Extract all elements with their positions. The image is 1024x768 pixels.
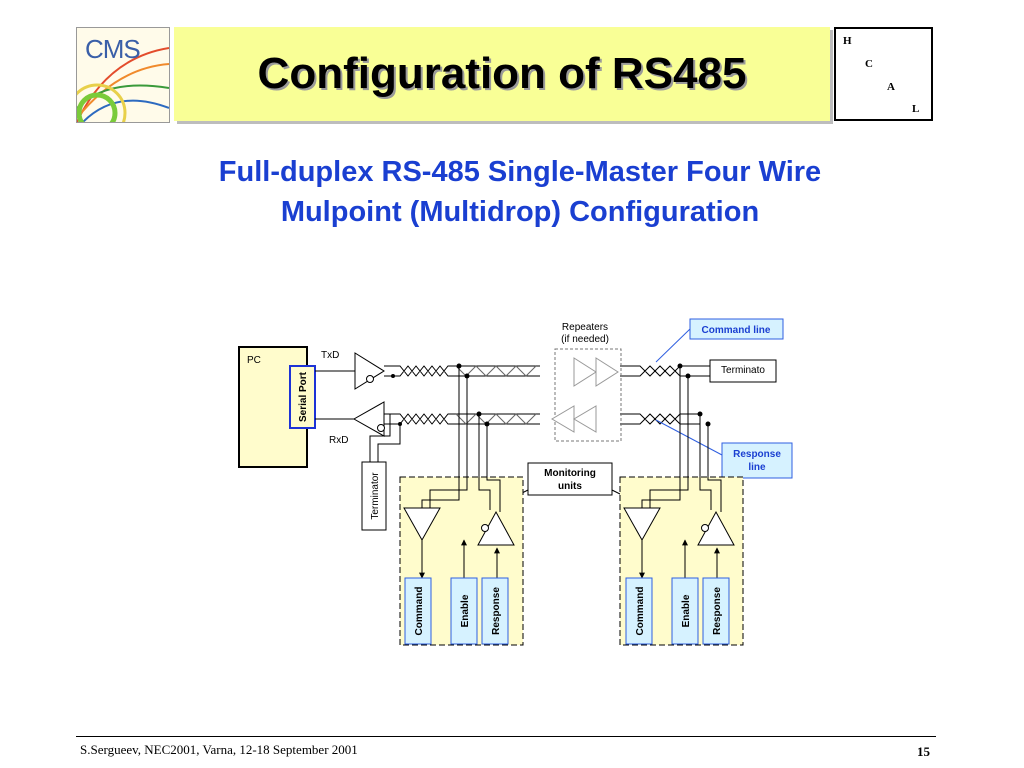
pc-label: PC (247, 355, 261, 366)
unit2-enable-label: Enable (681, 594, 692, 627)
subtitle: Full-duplex RS-485 Single-Master Four Wi… (100, 152, 940, 232)
repeaters-box (554, 348, 622, 442)
subtitle-line-1: Full-duplex RS-485 Single-Master Four Wi… (218, 156, 822, 188)
footer-divider (76, 736, 936, 737)
command-line-label: Command line (702, 325, 771, 336)
txd-driver (354, 352, 385, 390)
terminator-left-box (361, 461, 387, 531)
monitoring-unit-2 (619, 363, 744, 646)
footer-citation: S.Sergueev, NEC2001, Varna, 12-18 Septem… (80, 742, 358, 757)
unit2-command-label: Command (635, 587, 646, 636)
subtitle-line-2: Mulpoint (Multidrop) Configuration (280, 196, 760, 228)
cms-logo-graphic (77, 47, 169, 122)
response-line-pointer (655, 419, 723, 456)
command-bus (384, 365, 712, 377)
unit2-response-label: Response (712, 587, 723, 635)
rxd-label: RxD (329, 435, 348, 446)
title-banner: Configuration of RS485 (174, 27, 830, 121)
unit1-command-label: Command (414, 587, 425, 636)
txd-driver-bubble (366, 375, 374, 383)
command-line-pointer (655, 328, 691, 363)
hcal-letter-h: H (843, 35, 852, 47)
bus-junction-resp (398, 422, 402, 426)
terminator-left-wires-2 (377, 424, 401, 462)
monitoring-label-1: Monitoring (544, 468, 596, 479)
terminator-left-wires (369, 414, 391, 462)
rxd-receiver (352, 401, 385, 437)
cms-logo-text: CMS (85, 34, 141, 64)
repeaters-label-1: Repeaters (562, 322, 608, 333)
serial-port-box (289, 365, 316, 429)
monitoring-box (527, 462, 613, 496)
response-line-box (721, 442, 793, 479)
repeaters-label-2: (if needed) (561, 334, 609, 345)
terminator-right-box (709, 359, 777, 383)
terminator-right-label: Terminato (721, 365, 765, 376)
repeater-symbols (551, 357, 619, 433)
unit1-enable-label: Enable (460, 594, 471, 627)
hcal-letter-a: A (887, 81, 895, 93)
monitoring-label-2: units (558, 481, 582, 492)
rxd-receiver-bubble (377, 424, 385, 432)
response-line-label-1: Response (733, 449, 781, 460)
serial-port-label: Serial Port (298, 371, 309, 422)
unit1-response-label: Response (491, 587, 502, 635)
hcal-box: H C A L (834, 27, 933, 121)
response-line-label-2: line (748, 462, 766, 473)
cms-logo: CMS (76, 27, 170, 123)
hcal-letter-l: L (912, 103, 920, 115)
page-title: Configuration of RS485 (257, 49, 747, 98)
hcal-letter-c: C (865, 58, 873, 70)
response-bus (384, 413, 700, 425)
page-number: 15 (917, 744, 930, 759)
monitoring-unit-1 (399, 363, 524, 646)
txd-label: TxD (321, 350, 339, 361)
bus-junction-cmd (391, 374, 395, 378)
terminator-left-label: Terminator (370, 472, 381, 520)
